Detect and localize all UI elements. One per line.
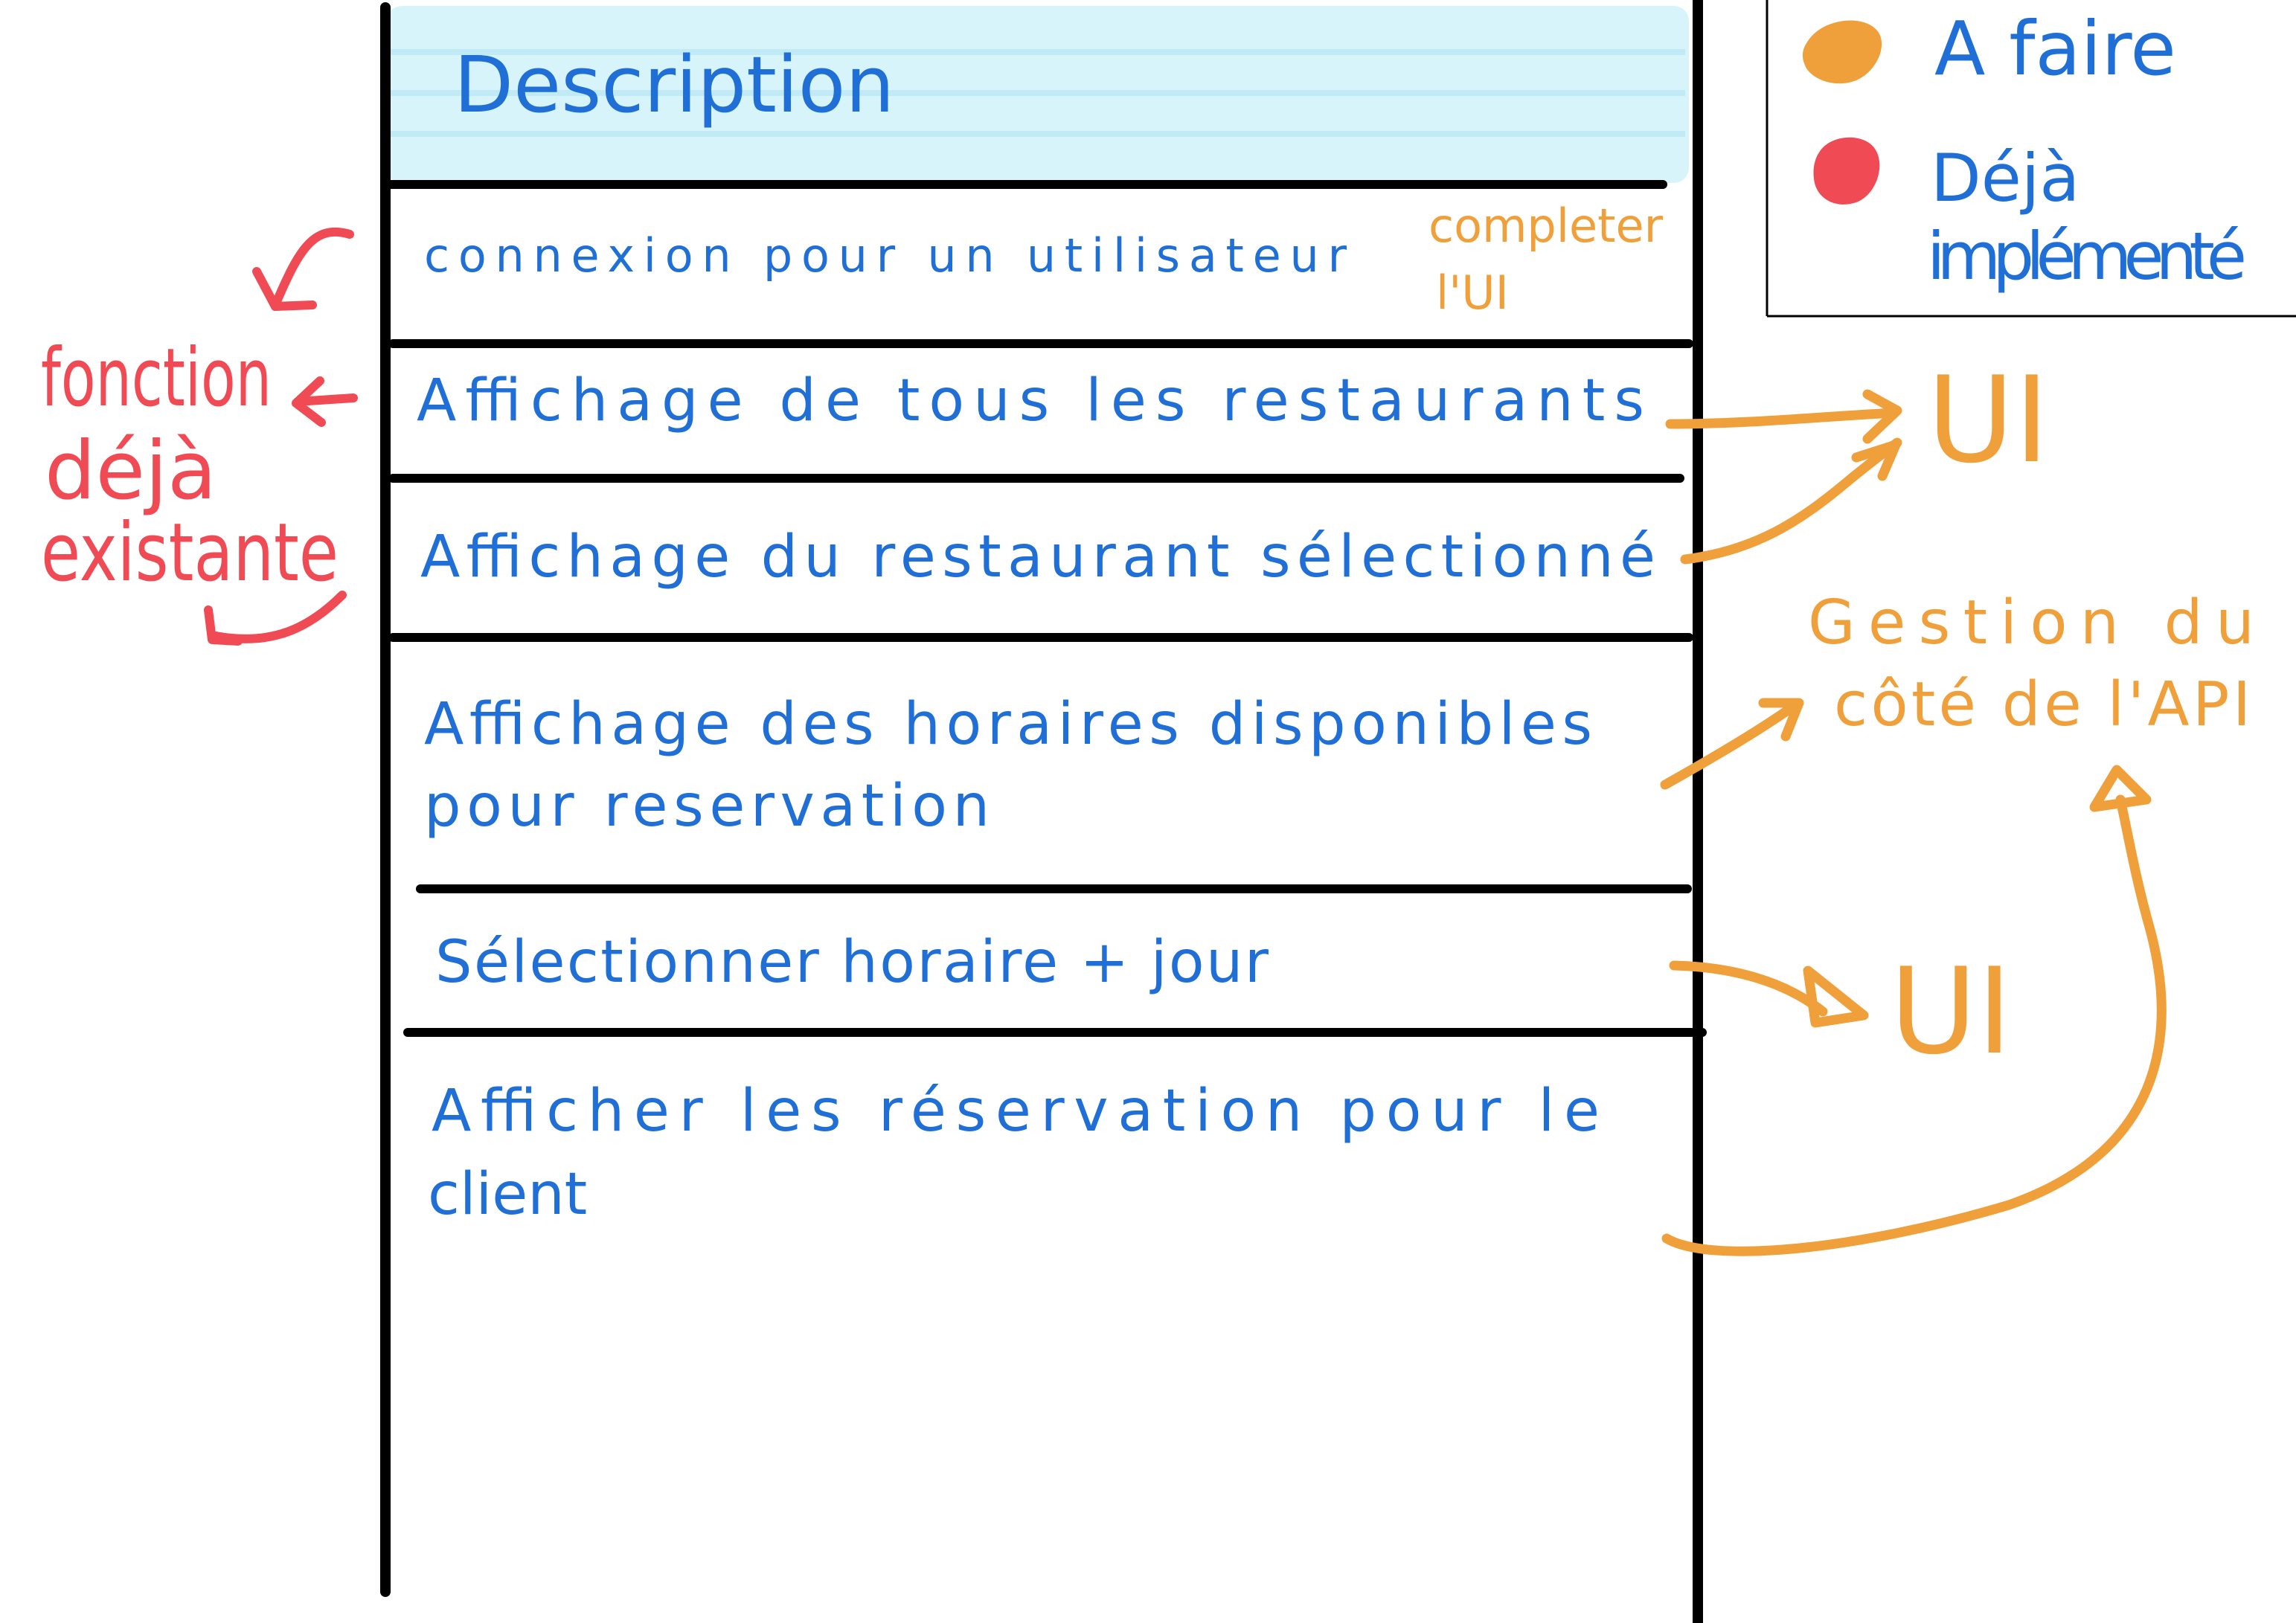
table-header: Description (454, 39, 894, 130)
legend-done-label-line2: implémenté (1927, 218, 2247, 295)
orange-arrow-row6-to-api (1661, 765, 2167, 1256)
red-arrow-to-row-3 (204, 591, 347, 646)
orange-arrow-row3-to-ui (1680, 437, 1902, 565)
red-arrow-to-row-1 (252, 227, 354, 311)
row-2-text: Affichage de tous les restaurants (417, 367, 1644, 434)
orange-arrow-row4-to-api (1660, 698, 1804, 790)
row-6-text-line1: Afficher les réservation pour le (432, 1078, 1600, 1145)
row-1-text: connexion pour un utilisateur (424, 228, 1347, 283)
orange-arrow-row2-to-ui (1665, 389, 1902, 444)
row-4-text-line2: pour reservation (424, 773, 990, 840)
legend-red-swatch (1813, 137, 1880, 205)
orange-arrow-row5-to-ui (1669, 960, 1869, 1028)
existing-function-line1: fonction (41, 332, 272, 425)
row-6-text-line2: client (428, 1161, 587, 1228)
ui-label-bottom: UI (1890, 942, 2012, 1081)
legend-todo-label: A faire (1934, 5, 2176, 92)
red-arrow-to-row-2 (292, 376, 358, 427)
api-note-line2: côté de l'API (1834, 669, 2251, 740)
existing-function-line2: déjà (45, 425, 217, 518)
row-4-text-line1: Affichage des horaires disponibles (424, 691, 1592, 758)
row-1-note-line1: completer (1428, 199, 1664, 253)
legend-done-label-line1: Déjà (1931, 140, 2079, 216)
row-3-text: Affichage du restaurant sélectionné (420, 524, 1655, 591)
legend-orange-swatch (1802, 20, 1882, 84)
row-1-note-line2: l'UI (1436, 266, 1509, 320)
row-5-text: Sélectionner horaire + jour (435, 929, 1269, 996)
existing-function-line3: existante (41, 507, 339, 600)
api-note-line1: Gestion du (1808, 588, 2254, 658)
ui-label-top: UI (1927, 350, 2049, 489)
